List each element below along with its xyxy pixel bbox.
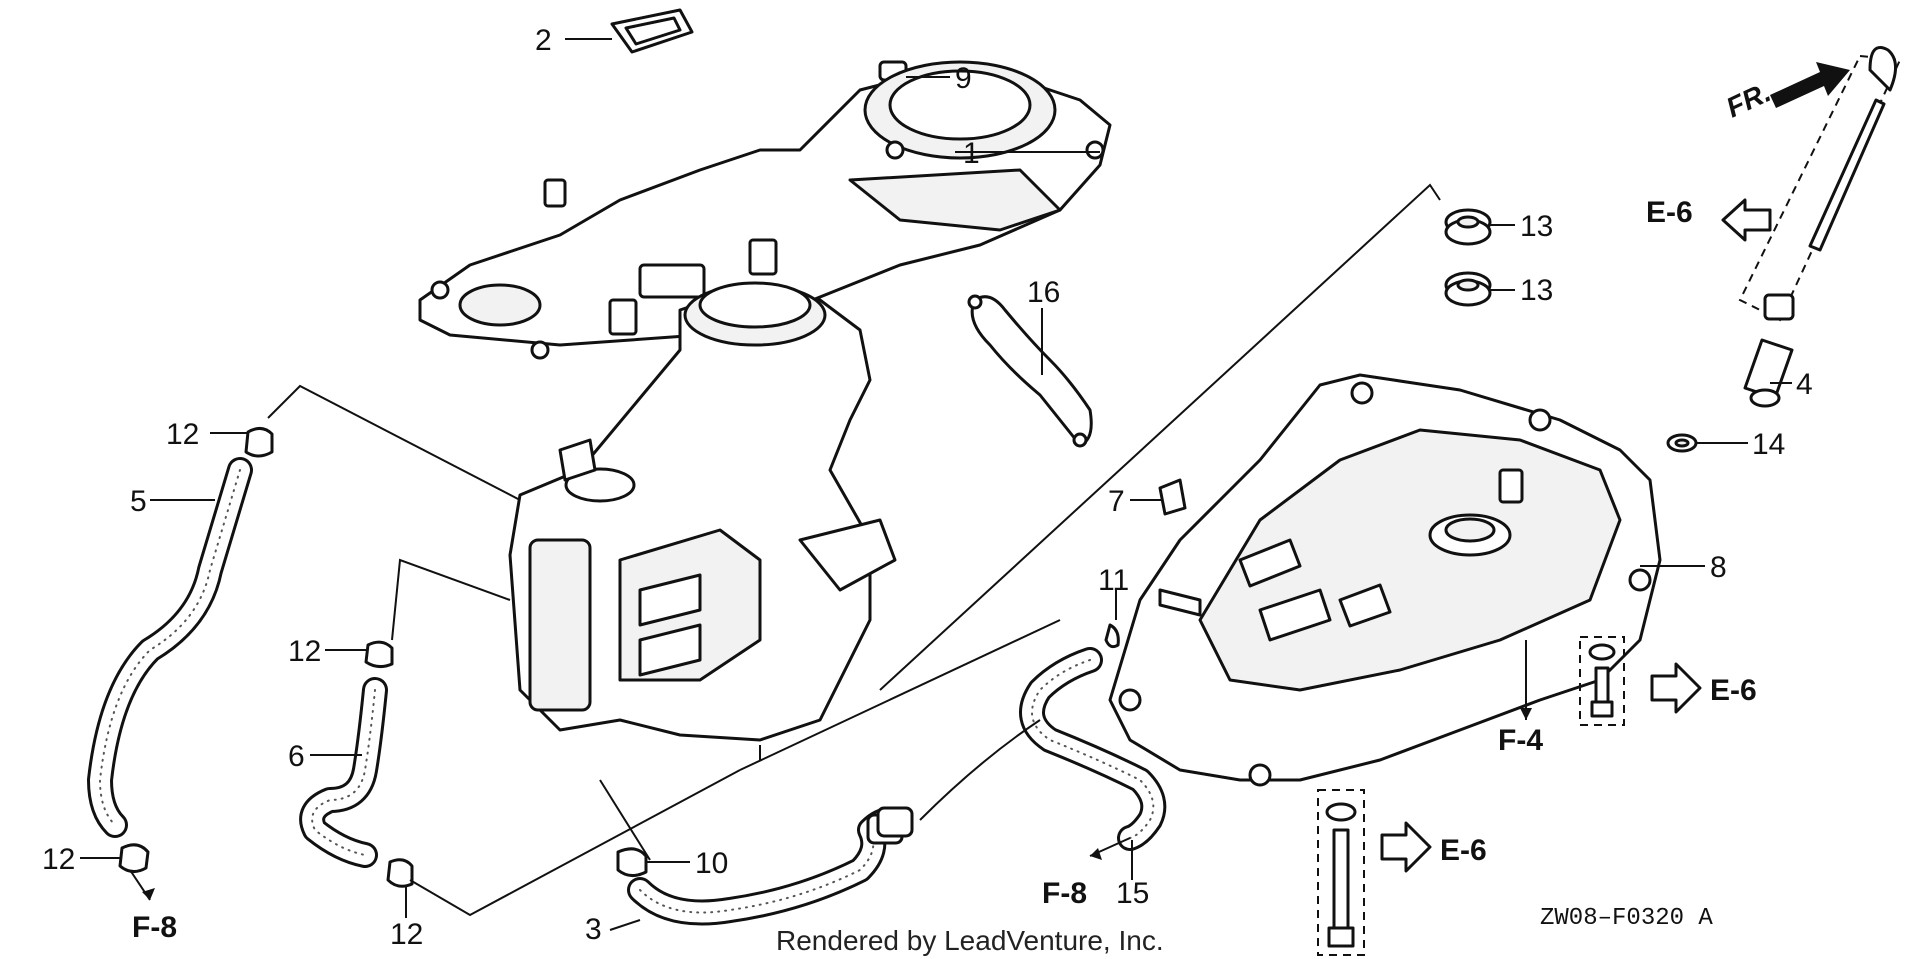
callout-7: 7	[1108, 485, 1125, 518]
callout-10: 10	[695, 847, 728, 880]
callout-13-a: 13	[1520, 210, 1553, 243]
part-12-clamps	[118, 427, 414, 888]
leader-lines	[80, 38, 1792, 931]
part-3-hose	[627, 806, 914, 926]
callout-16: 16	[1027, 276, 1060, 309]
callout-13-b: 13	[1520, 274, 1553, 307]
callout-12-a: 12	[166, 418, 199, 451]
part-16-clip	[967, 294, 1093, 448]
callout-5: 5	[130, 485, 147, 518]
part-6-hose	[299, 677, 388, 868]
ref-e-6-bottom: E-6	[1440, 834, 1487, 867]
callout-12-c: 12	[42, 843, 75, 876]
part-15-hose	[1019, 647, 1167, 851]
callout-14: 14	[1752, 428, 1785, 461]
callout-8: 8	[1710, 551, 1727, 584]
callout-4: 4	[1796, 368, 1813, 401]
callout-1: 1	[963, 137, 980, 170]
part-10-clamp	[616, 847, 648, 877]
callout-12-d: 12	[390, 918, 423, 951]
part-1-cover	[418, 60, 1112, 360]
callout-3: 3	[585, 913, 602, 946]
bolt-assembly-right	[1579, 636, 1625, 726]
detail-lines	[267, 183, 1441, 917]
bolt-assembly-bottom	[1317, 789, 1365, 956]
engine-block	[508, 281, 897, 742]
callout-11: 11	[1098, 564, 1129, 597]
ref-e-6-top: E-6	[1646, 196, 1693, 229]
render-credit: Rendered by LeadVenture, Inc.	[776, 925, 1164, 956]
callout-9: 9	[955, 62, 972, 95]
callout-2: 2	[535, 24, 552, 57]
part-4-14-dipstick	[1666, 46, 1902, 453]
section-references: E-6 E-6 E-6 F-4 F-8 F-8	[132, 196, 1757, 944]
reference-arrows	[142, 62, 1850, 900]
part-2-gasket	[610, 8, 694, 54]
part-13-seals	[1444, 208, 1492, 307]
front-direction-label: FR.	[1721, 76, 1775, 123]
callout-labels: 2 9 1 13 13 16 4 14 8 7 11 12 5 12 6 12 …	[42, 24, 1813, 951]
part-11	[1104, 623, 1120, 649]
ref-f-8-center: F-8	[1042, 877, 1087, 910]
callout-6: 6	[288, 740, 305, 773]
callout-15: 15	[1116, 877, 1149, 910]
part-7	[1158, 478, 1187, 516]
part-8-housing	[1108, 373, 1662, 787]
ref-e-6-right: E-6	[1710, 674, 1757, 707]
diagram-code: ZW08–F0320 A	[1540, 905, 1713, 932]
ref-f-8-left: F-8	[132, 911, 177, 944]
callout-12-b: 12	[288, 635, 321, 668]
ref-f-4: F-4	[1498, 724, 1543, 757]
part-5-hose	[87, 457, 253, 838]
